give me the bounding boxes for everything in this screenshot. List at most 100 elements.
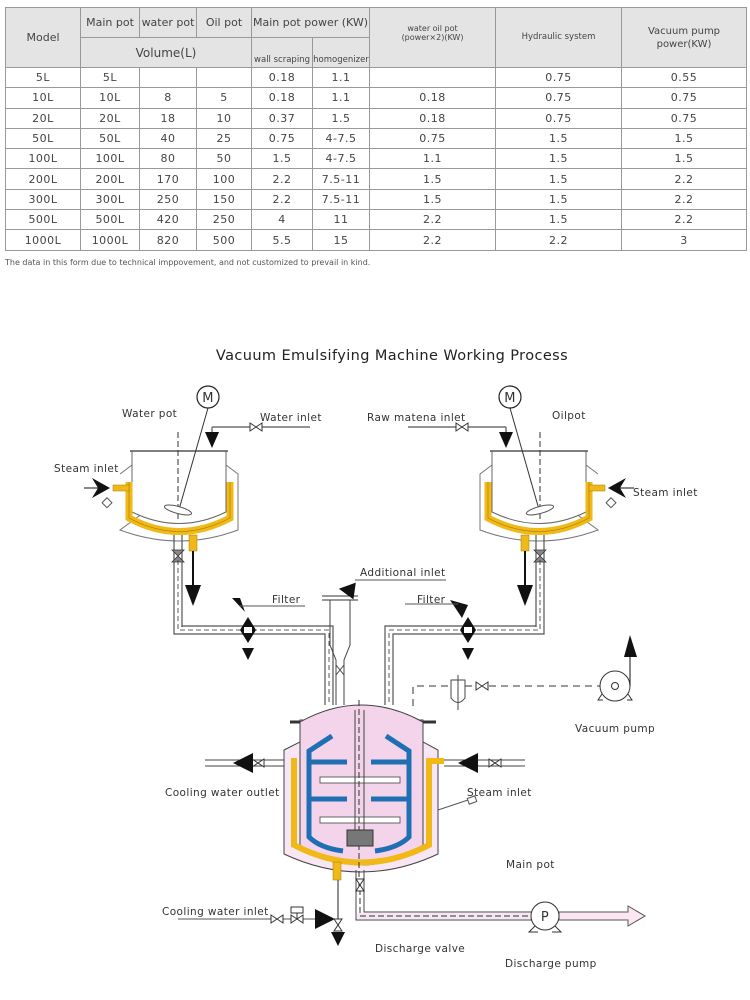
- water-pot-vessel: [84, 385, 310, 627]
- table-cell: 150: [196, 188, 252, 211]
- steam-arrow-icon: [92, 478, 110, 498]
- table-cell: 10L: [5, 87, 81, 109]
- table-cell: 1.5: [495, 168, 622, 190]
- table-cell: 50L: [5, 127, 81, 150]
- table-cell: 1.5: [621, 127, 747, 150]
- table-cell: 1.1: [312, 66, 370, 89]
- table-cell: 0.18: [369, 107, 496, 129]
- table-cell: 5L: [80, 66, 140, 89]
- table-cell: 2.2: [621, 168, 747, 190]
- table-cell: 250: [196, 209, 252, 231]
- table-cell: 2.2: [251, 168, 313, 190]
- table-cell: 10: [196, 107, 252, 129]
- table-cell: 1.5: [369, 168, 496, 190]
- header-water-oil-pot-line2: (power×2)(KW): [401, 33, 464, 42]
- table-cell: 5: [196, 87, 252, 109]
- filter-right-icon: [405, 600, 476, 660]
- header-homogenizer: homogenizer: [312, 37, 370, 68]
- table-cell: 1.1: [312, 87, 370, 109]
- table-cell: 8: [139, 87, 197, 109]
- table-cell: 5L: [5, 66, 81, 89]
- table-cell: 1.5: [312, 107, 370, 129]
- table-cell: 500L: [5, 209, 81, 231]
- header-volume: Volume(L): [80, 37, 252, 68]
- table-cell: 200L: [5, 168, 81, 190]
- table-cell: 2.2: [621, 209, 747, 231]
- main-pot-vessel: [283, 700, 478, 890]
- table-cell: 1.5: [495, 148, 622, 170]
- header-vacuum-line1: Vacuum pump: [647, 25, 721, 37]
- pump-symbol: P: [541, 910, 549, 925]
- table-cell: 0.75: [495, 66, 622, 89]
- additional-inlet-funnel: [322, 579, 446, 705]
- table-cell: 80: [139, 148, 197, 170]
- header-model: Model: [5, 7, 81, 68]
- table-cell: 15: [312, 229, 370, 251]
- header-vacuum-pump: Vacuum pump power(KW): [621, 7, 747, 68]
- table-cell: 1.5: [621, 148, 747, 170]
- table-cell: 11: [312, 209, 370, 231]
- oil-pot-motor-icon: M: [504, 391, 516, 406]
- table-cell: 2.2: [495, 229, 622, 251]
- table-cell: [369, 66, 496, 89]
- table-cell: 50: [196, 148, 252, 170]
- label-cooling-water-outlet: Cooling water outlet: [165, 787, 280, 799]
- table-cell: 170: [139, 168, 197, 190]
- label-steam-inlet-right: Steam inlet: [633, 487, 698, 499]
- table-cell: 500L: [80, 209, 140, 231]
- label-steam-inlet-main: Steam inlet: [467, 787, 532, 799]
- table-cell: 0.18: [251, 66, 313, 89]
- table-cell: 2.2: [369, 209, 496, 231]
- label-steam-inlet-left: Steam inlet: [54, 463, 119, 475]
- table-cell: 4-7.5: [312, 148, 370, 170]
- header-water-oil-pot: water oil pot (power×2)(KW): [369, 7, 496, 68]
- label-discharge-pump: Discharge pump: [505, 958, 597, 970]
- table-cell: 10L: [80, 87, 140, 109]
- table-cell: 0.18: [369, 87, 496, 109]
- table-cell: 250: [139, 188, 197, 211]
- label-filter-right: Filter: [417, 594, 446, 606]
- table-cell: 1.5: [495, 188, 622, 211]
- table-cell: 2.2: [621, 188, 747, 211]
- working-process-diagram: Vacuum Emulsifying Machine Working Proce…: [54, 348, 698, 970]
- table-cell: 1000L: [5, 229, 81, 251]
- table-cell: 1.5: [495, 209, 622, 231]
- header-vacuum-line2: power(KW): [656, 38, 712, 50]
- label-filter-left: Filter: [272, 594, 301, 606]
- table-cell: 100L: [5, 148, 81, 170]
- header-wall-scraping: wall scraping: [251, 37, 313, 68]
- table-cell: 2.2: [369, 229, 496, 251]
- label-raw-material-inlet: Raw matena inlet: [367, 412, 466, 424]
- table-cell: [196, 66, 252, 89]
- table-cell: 40: [139, 127, 197, 150]
- header-oil-pot: Oil pot: [196, 7, 252, 38]
- header-hydraulic: Hydraulic system: [495, 7, 622, 68]
- label-water-pot: Water pot: [122, 408, 177, 420]
- table-cell: 820: [139, 229, 197, 251]
- header-water-pot: water pot: [139, 7, 197, 38]
- table-cell: 1000L: [80, 229, 140, 251]
- table-cell: 50L: [80, 127, 140, 150]
- table-cell: 0.75: [369, 127, 496, 150]
- water-pot-motor-icon: M: [202, 391, 214, 406]
- label-main-pot: Main pot: [506, 859, 555, 871]
- label-vacuum-pump: Vacuum pump: [575, 723, 655, 735]
- table-note: The data in this form due to technical i…: [5, 258, 371, 267]
- header-main-pot: Main pot: [80, 7, 140, 38]
- filter-left-icon: [232, 598, 305, 660]
- table-cell: 0.75: [621, 87, 747, 109]
- table-cell: 1.5: [495, 127, 622, 150]
- table-cell: 0.18: [251, 87, 313, 109]
- table-cell: 500: [196, 229, 252, 251]
- header-water-oil-pot-line1: water oil pot: [407, 24, 458, 33]
- table-cell: 25: [196, 127, 252, 150]
- table-cell: 3: [621, 229, 747, 251]
